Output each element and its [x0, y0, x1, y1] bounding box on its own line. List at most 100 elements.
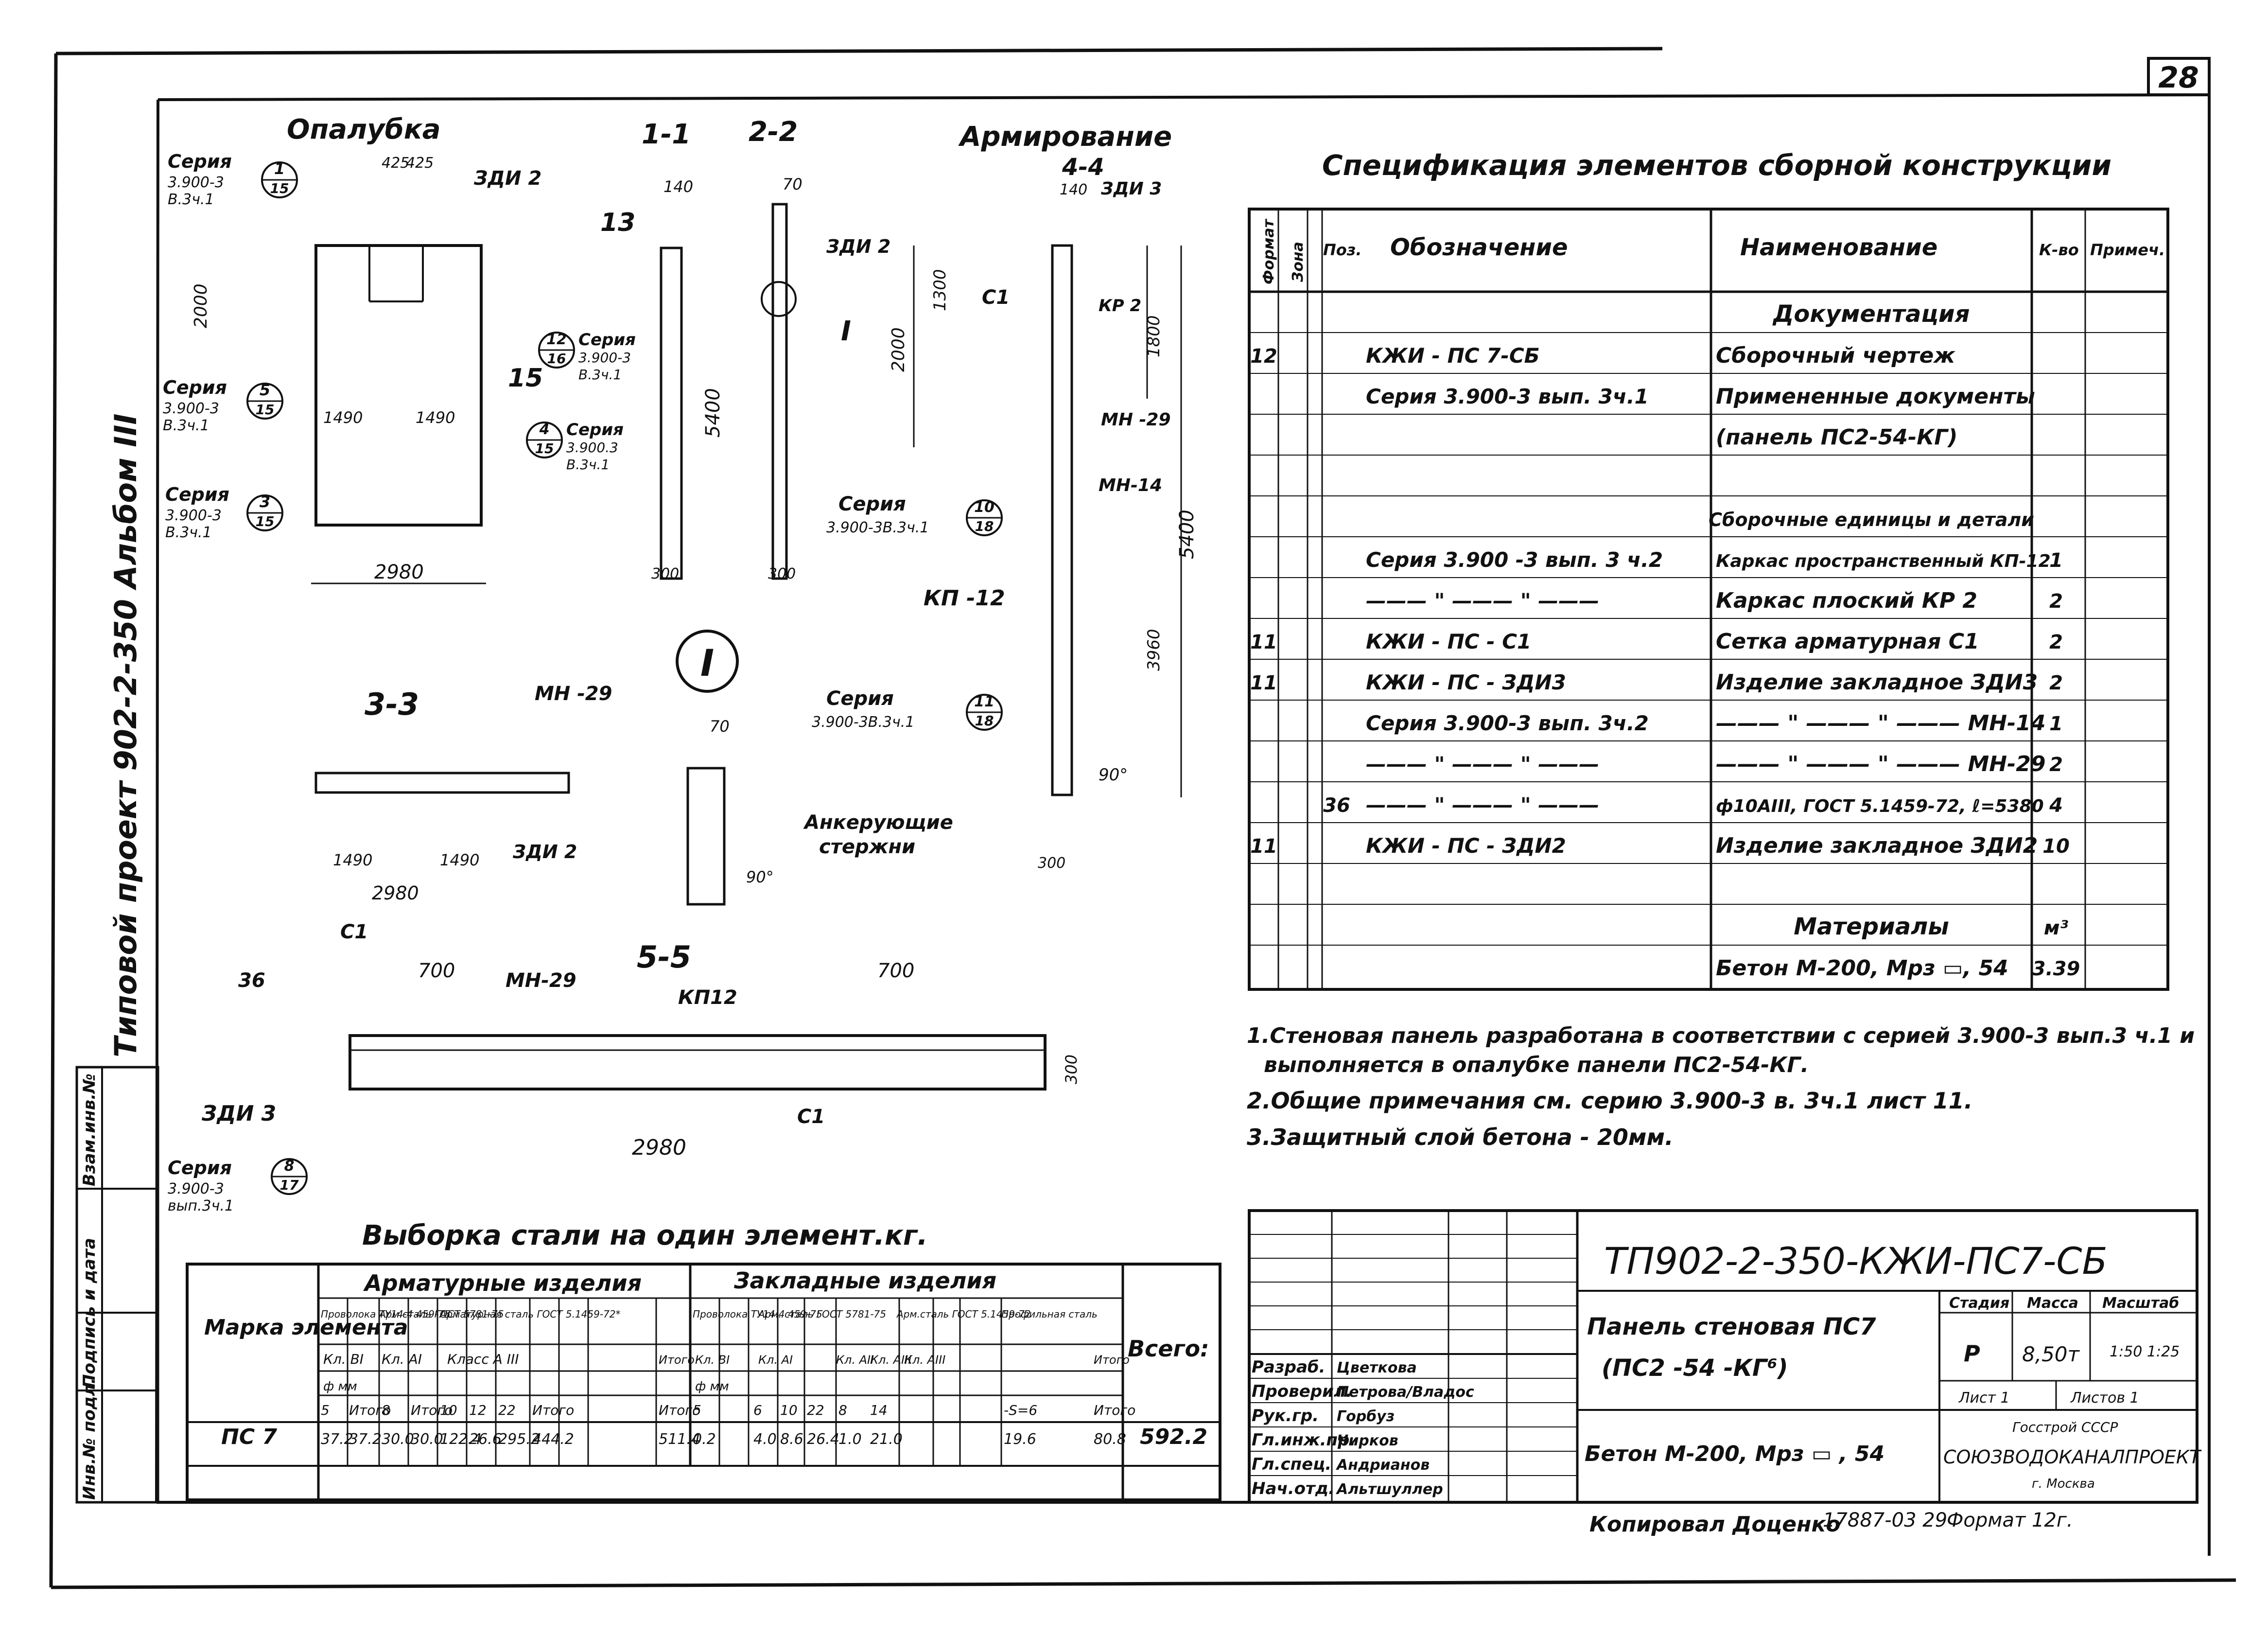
svg-text:Серия: Серия: [168, 151, 232, 172]
stamp-sign-label: Подпись и дата: [80, 1238, 99, 1388]
spec-position: 36: [1323, 794, 1350, 817]
steel-value: 26.4: [807, 1431, 839, 1448]
drawings: Опалубка 1-1 2-2 Армирование 4-4 3-3 5-5…: [191, 114, 1198, 1160]
steel-table: Выборка стали на один элемент.кг. Марка …: [186, 1220, 1221, 1501]
dim-70-a: 70: [783, 175, 803, 194]
mass-value: 8,50т: [2022, 1342, 2080, 1366]
svg-text:3.900-3В.3ч.1: 3.900-3В.3ч.1: [812, 714, 914, 731]
steel-subheader: Проволока ТУ14-4 459-75: [693, 1308, 822, 1320]
dim-700-a: 700: [418, 960, 455, 982]
steel-class: Кл. АIII: [904, 1353, 945, 1367]
svg-text:Серия: Серия: [168, 1157, 232, 1179]
steel-class: Кл. ВI: [695, 1353, 730, 1367]
part-c1-55: С1: [340, 921, 368, 943]
svg-text:К-во: К-во: [2039, 241, 2079, 259]
spec-section-heading: Материалы: [1794, 913, 1949, 940]
steel-subheader: Арматурная сталь ГОСТ 5.1459-72*: [439, 1308, 621, 1320]
steel-value: 30.0: [382, 1431, 414, 1448]
dim-70-b: 70: [710, 717, 730, 736]
steel-class: Класс А III: [447, 1351, 519, 1367]
spec-designation: Серия 3.900-3 вып. 3ч.1: [1366, 385, 1649, 408]
steel-class: Кл. АIII: [870, 1353, 911, 1367]
note-2: 2.Общие примечания см. серию 3.900-3 в. …: [1247, 1088, 1972, 1114]
section-2-2-body: [771, 203, 788, 580]
dim-90-a: 90°: [1099, 765, 1128, 785]
series-callout-10: Серия 3.900-3В.3ч.1 10 18: [826, 493, 1003, 536]
steel-mark-header: Марка элемента: [204, 1315, 408, 1340]
steel-row-total: 592.2: [1140, 1425, 1207, 1449]
steel-value: 511.4: [659, 1431, 700, 1448]
title-block: Разраб.ЦветковаПроверил.Петрова/ВладосРу…: [1248, 1209, 2202, 1537]
steel-value: 444.2: [532, 1431, 574, 1448]
part-mn29-55: МН-29: [506, 969, 576, 992]
steel-subheader: Арм. сталь ГОСТ 5781-75: [757, 1308, 886, 1320]
formwork-outline: [314, 244, 483, 527]
spec-quantity: 2: [2049, 672, 2063, 694]
svg-text:3.900-3: 3.900-3: [163, 400, 219, 417]
part-mn14: МН-14: [1099, 475, 1162, 495]
spec-section-heading: Сборочные единицы и детали: [1709, 509, 2034, 530]
spec-name: Сетка арматурная С1: [1716, 629, 1979, 654]
label-anchor: Анкерующие: [803, 811, 953, 834]
dim-140-b: 140: [1060, 181, 1087, 198]
svg-text:15: 15: [535, 440, 554, 457]
part-zdi3-55: ЗДИ 3: [201, 1101, 276, 1126]
sheet-frame: 28: [49, 47, 2236, 1589]
dim-425: 425: [382, 155, 409, 172]
signer-role: Нач.отд.: [1252, 1479, 1335, 1498]
spec-designation: ——— " ——— " ———: [1366, 793, 1599, 817]
dim-1490-a: 1490: [323, 408, 363, 427]
svg-text:5: 5: [260, 381, 270, 399]
svg-text:В.3ч.1: В.3ч.1: [163, 417, 209, 434]
svg-text:Поз.: Поз.: [1323, 241, 1362, 259]
dim-1300: 1300: [930, 269, 950, 311]
steel-diameter: 10: [780, 1402, 798, 1418]
steel-diameter: Итого: [411, 1402, 453, 1418]
steel-diameter: Итого: [532, 1402, 574, 1418]
steel-class: Кл. ВI: [323, 1351, 364, 1367]
steel-class: Кл. АII: [836, 1353, 874, 1367]
spec-name: Изделие закладное ЗДИ2: [1716, 833, 2038, 858]
label-section-3-3: 3-3: [365, 686, 419, 722]
svg-text:1: 1: [274, 159, 285, 178]
dim-2980-33: 2980: [372, 882, 419, 904]
spec-designation: КЖИ - ПС - ЗДИ2: [1366, 834, 1566, 858]
label-reinforcement: Армирование: [958, 121, 1172, 153]
spec-name: Изделие закладное ЗДИ3: [1716, 670, 2038, 695]
spec-designation: ——— " ——— " ———: [1366, 589, 1599, 613]
signer-name: Альтшуллер: [1336, 1481, 1443, 1498]
steel-value: 37.2: [349, 1431, 382, 1448]
series-callout-12: 12 16 Серия 3.900-3 В.3ч.1: [538, 330, 636, 383]
spec-row: Сборочные единицы и детали: [1709, 509, 2034, 530]
steel-subheader: Арм.сталь ГОСТ 5.1459-72: [896, 1308, 1031, 1320]
dim-2000-b: 2000: [889, 327, 908, 372]
dim-300-b: 300: [768, 565, 796, 582]
series-callout-5: Серия 3.900-3 В.3ч.1 5 15: [163, 377, 283, 434]
svg-text:Серия: Серия: [826, 687, 894, 710]
spec-designation: КЖИ - ПС - ЗДИ3: [1366, 670, 1566, 694]
steel-diameter: 10: [440, 1402, 457, 1418]
label-section-5-5: 5-5: [637, 939, 691, 975]
svg-text:12: 12: [546, 331, 567, 348]
series-callout-1: Серия 3.900-3 В.3ч.1 1 15: [168, 151, 298, 208]
dim-300-c: 300: [1038, 855, 1065, 872]
steel-diameter: 22: [498, 1402, 516, 1418]
svg-text:В.3ч.1: В.3ч.1: [578, 367, 622, 383]
dim-1490-d: 1490: [440, 851, 479, 869]
steel-diameter: 8: [838, 1402, 847, 1418]
signer-name: Цветкова: [1337, 1359, 1417, 1376]
svg-text:18: 18: [975, 518, 994, 534]
steel-group-embedded: Закладные изделия: [733, 1267, 996, 1294]
signer-role: Рук.гр.: [1252, 1406, 1319, 1425]
svg-text:8: 8: [284, 1158, 295, 1175]
signer-name: Горбуз: [1337, 1408, 1395, 1425]
section-mark-15: 15: [508, 364, 543, 393]
svg-text:Серия: Серия: [578, 330, 636, 350]
part-zdi2-formwork: ЗДИ 2: [473, 167, 541, 190]
spec-format: 12: [1250, 345, 1277, 368]
spec-quantity: 2: [2049, 631, 2063, 653]
dim-5400-a: 5400: [702, 388, 724, 438]
svg-text:4: 4: [539, 421, 550, 438]
